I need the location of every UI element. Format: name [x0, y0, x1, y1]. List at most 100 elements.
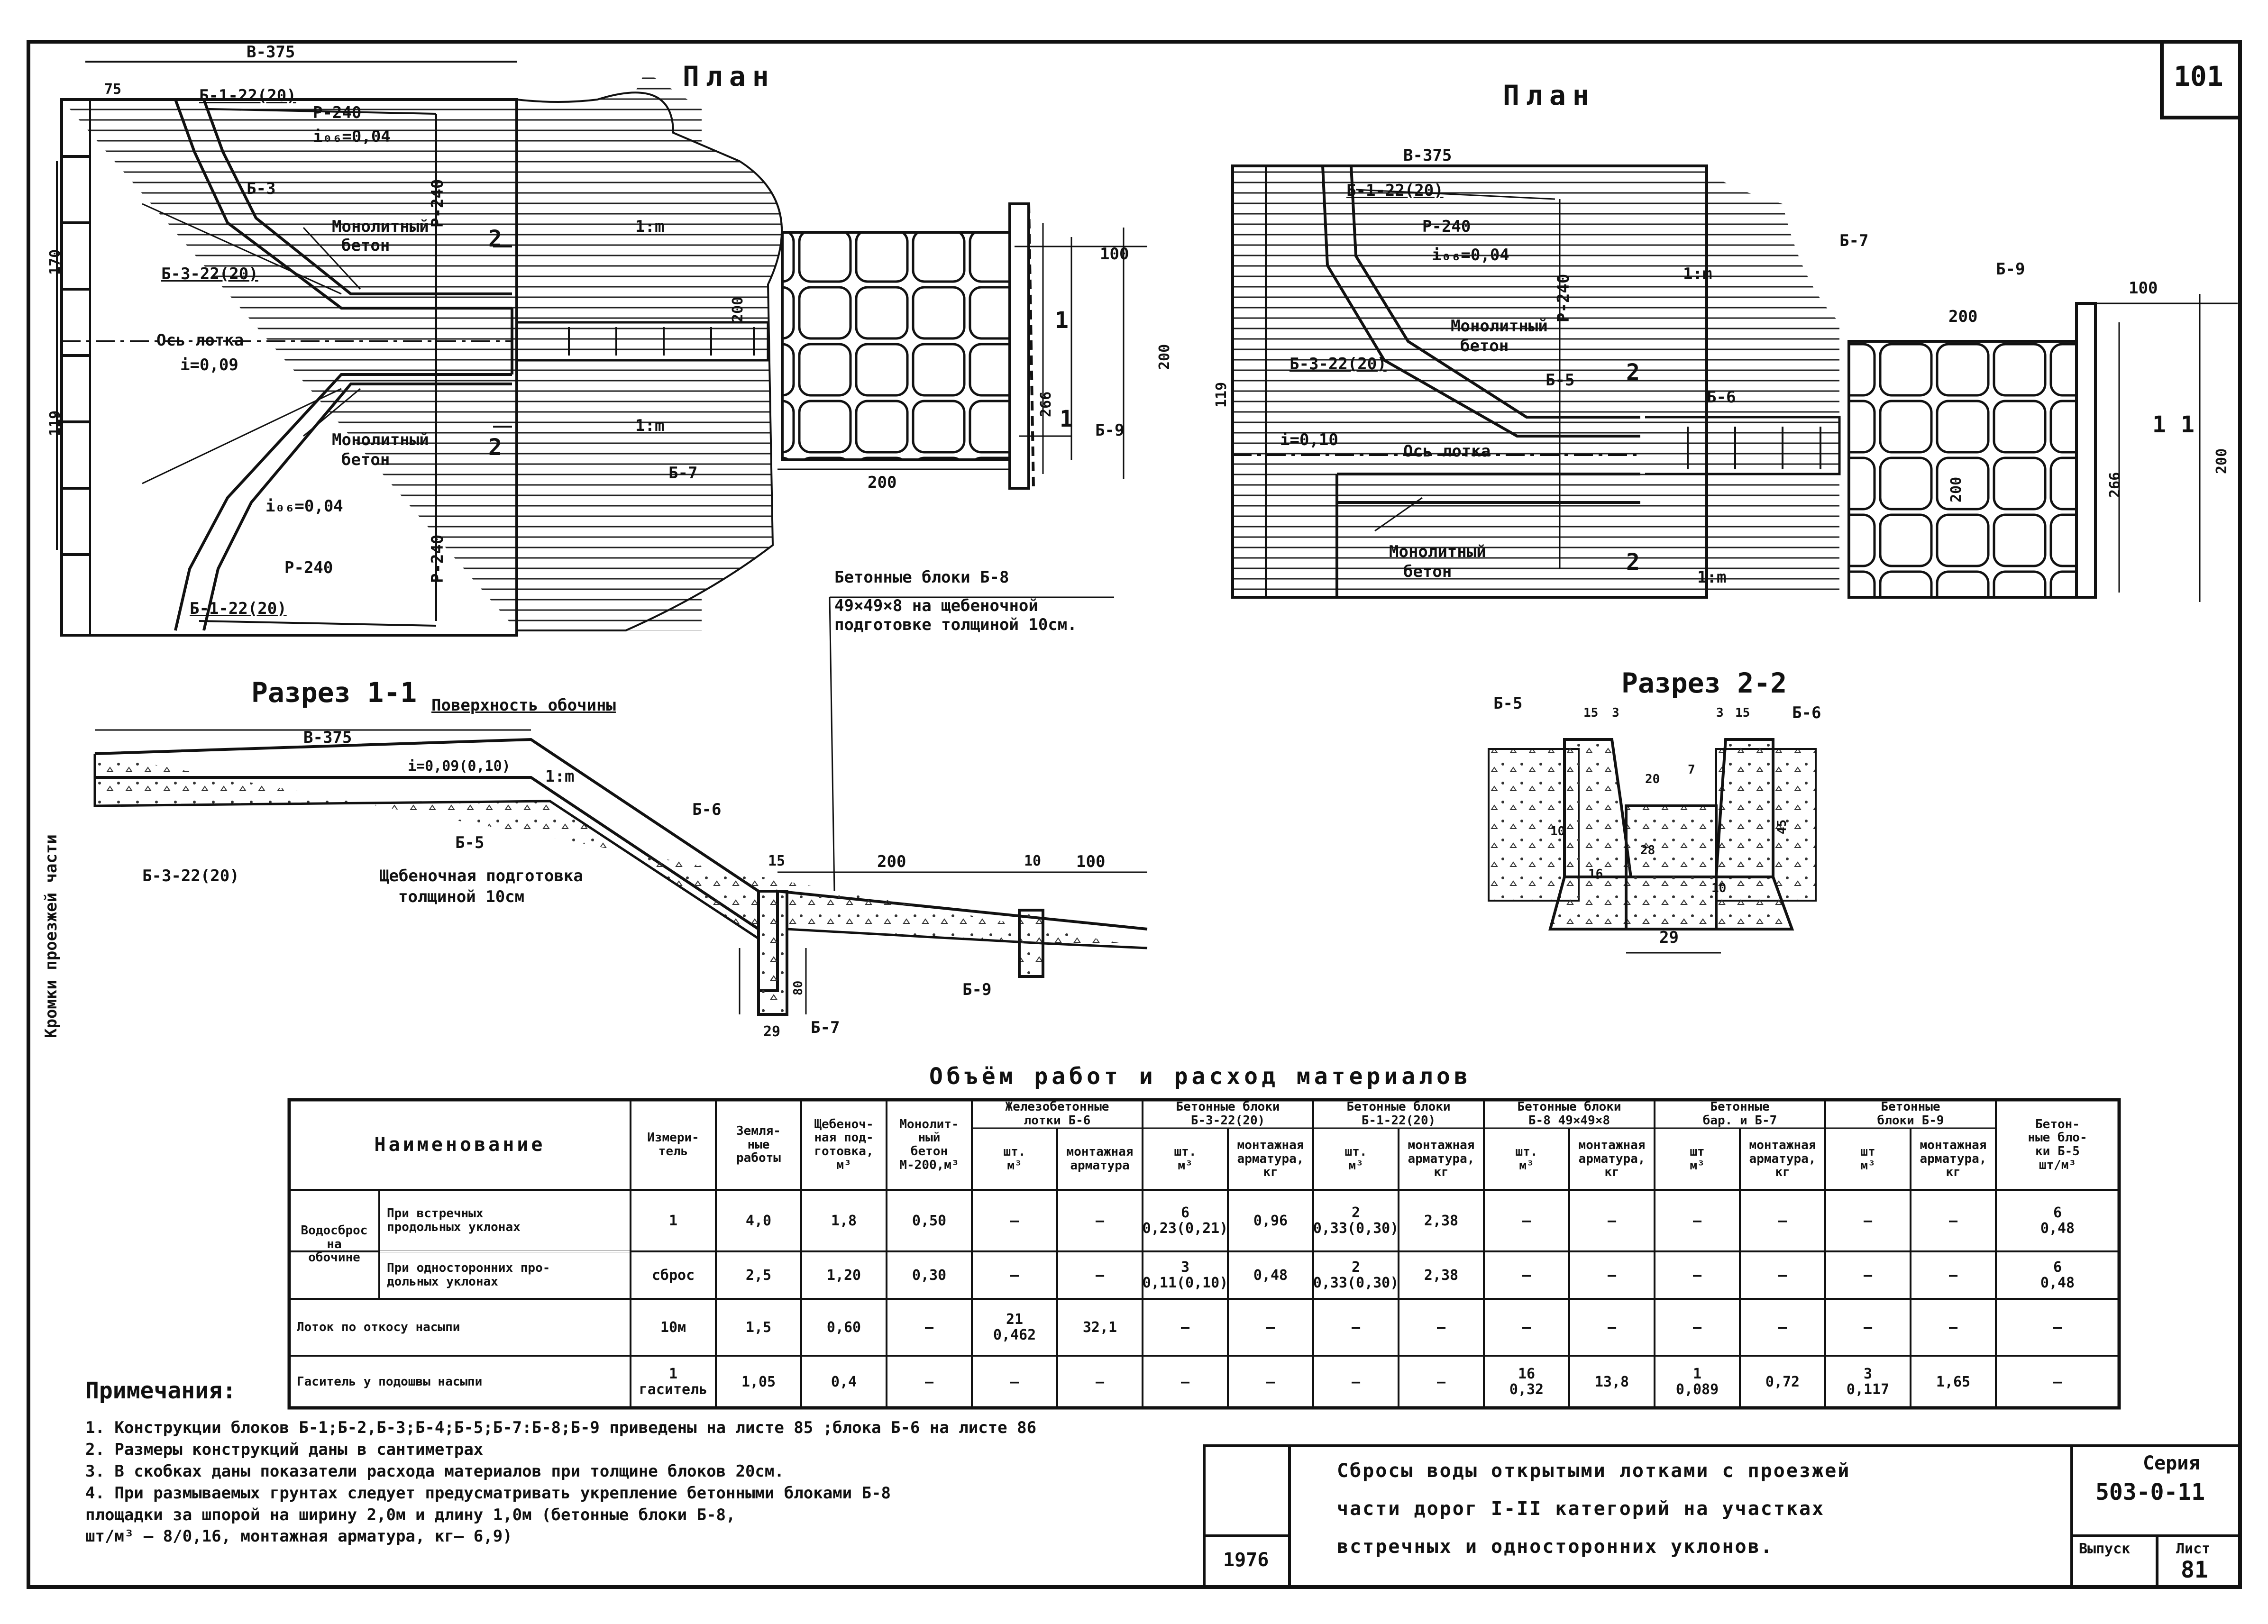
left-dim-200h: 200: [868, 473, 897, 492]
row-group-label: Водосброс на обочине: [301, 1223, 368, 1265]
table-cell: —: [1863, 1212, 1873, 1229]
th-earthworks: Земля- ные работы: [736, 1124, 781, 1166]
title-block-series-label: Серия: [2143, 1452, 2200, 1474]
th-b8: Бетонные блоки Б-8 49×49×8: [1517, 1100, 1621, 1128]
table-cell: —: [1522, 1319, 1531, 1336]
section-2-2-d10a: 10: [1550, 824, 1565, 839]
th-concrete: Монолит- ный бетон М-200,м³: [899, 1117, 959, 1172]
right-b6: Б-6: [1707, 388, 1736, 407]
right-b9: Б-9: [1996, 260, 2025, 279]
table-cell: —: [1778, 1267, 1787, 1284]
section-1-1-d200: 200: [877, 852, 906, 871]
table-cell: —: [924, 1319, 934, 1336]
section-1-1: [93, 729, 1148, 1016]
section-1-1-d15: 15: [768, 853, 786, 869]
right-dim-100: 100: [2129, 279, 2158, 298]
section-1-1-width: B-375: [303, 728, 352, 747]
left-mono-top-1: Монолитный: [332, 217, 429, 236]
table-cell: 2,5: [745, 1267, 772, 1284]
title-block-line2: части дорог I-II категорий на участках: [1337, 1498, 1825, 1520]
table-cell: —: [1522, 1212, 1531, 1229]
left-axis-slope: i=0,09: [180, 356, 238, 374]
table-cell: —: [1692, 1267, 1702, 1284]
right-b7: Б-7: [1839, 231, 1869, 250]
right-block-top: Б-1-22(20): [1346, 181, 1444, 200]
section-1-1-b6: Б-6: [692, 800, 722, 819]
table-cell: —: [1351, 1373, 1361, 1390]
leader-lines: [302, 227, 1423, 892]
table-cell: 0,96: [1253, 1212, 1288, 1229]
left-dim-200r: 200: [1156, 344, 1173, 370]
notes-list: 1. Конструкции блоков Б-1;Б-2,Б-3;Б-4;Б-…: [85, 1417, 1036, 1548]
section-1-1-gravel-1: Щебеночная подготовка: [379, 867, 583, 885]
section-2-2-b5: Б-5: [1493, 694, 1523, 713]
right-dim-200r: 200: [2213, 448, 2230, 474]
section-2-2-d3b: 3: [1716, 706, 1724, 720]
right-axis-slope: i=0,10: [1280, 430, 1338, 449]
left-b7: Б-7: [668, 464, 698, 483]
section-2-2: [1488, 738, 1817, 954]
table-cell: 0,30: [912, 1267, 947, 1284]
left-plan-title: План: [683, 60, 776, 92]
left-section-1a: 1: [1055, 307, 1069, 334]
table-cell: —: [924, 1373, 934, 1390]
section-1-1-d10: 10: [1024, 853, 1042, 869]
th-sub-12: монтажная арматура, кг: [1920, 1138, 1987, 1180]
table-cell: —: [1010, 1267, 1019, 1284]
table-cell: —: [1692, 1319, 1702, 1336]
right-section-1b: 1: [2181, 411, 2195, 438]
table-cell: 3 0,117: [1846, 1366, 1890, 1398]
right-section-2-top: 2: [1626, 359, 1640, 386]
title-block-series: 503-0-11: [2095, 1479, 2205, 1505]
table-cell: 1,5: [745, 1319, 772, 1336]
section-2-2-d16: 16: [1588, 867, 1603, 881]
table-cell: 1,05: [741, 1373, 776, 1390]
sheet-number-box: [2160, 40, 2242, 119]
section-2-2-b6: Б-6: [1792, 703, 1821, 722]
right-mono2-1: Монолитный: [1389, 542, 1486, 561]
table-cell: 1,20: [826, 1267, 861, 1284]
left-radius-3: P-240: [428, 179, 447, 228]
left-dim-200v: 200: [730, 296, 746, 322]
section-1-1-b5: Б-5: [455, 833, 485, 852]
table-cell: —: [1010, 1212, 1019, 1229]
table-cell: 2 0,33(0,30): [1313, 1259, 1399, 1291]
table-cell: 0,48: [1253, 1267, 1288, 1284]
right-mono1-2: бетон: [1460, 337, 1509, 356]
title-block-frame: [28, 1444, 2241, 1588]
note-4c: шт/м³ — 8/0,16, монтажная арматура, кг— …: [85, 1527, 512, 1546]
table-cell: 4,0: [745, 1212, 772, 1229]
note-2: 2. Размеры конструкций даны в сантиметра…: [85, 1440, 484, 1459]
left-radius-4: P-240: [428, 534, 447, 583]
section-1-1-gravel-2: толщиной 10см: [398, 887, 525, 906]
th-gravel: Щебеноч- ная под- готовка, м³: [814, 1117, 874, 1172]
table-cell: —: [1607, 1212, 1617, 1229]
left-dim-266: 266: [1038, 391, 1054, 417]
table-cell: —: [1436, 1373, 1446, 1390]
table-cell: 2,38: [1424, 1267, 1459, 1284]
th-unit: Измери- тель: [647, 1131, 699, 1159]
table-cell: —: [1095, 1267, 1105, 1284]
title-block-line3: встречных и односторонних уклонов.: [1337, 1536, 1774, 1558]
table-row-unit: сброс: [651, 1267, 695, 1284]
table-cell: 16 0,32: [1509, 1366, 1544, 1398]
left-slope-m-bot: 1:m: [635, 416, 665, 435]
table-cell: —: [1010, 1373, 1019, 1390]
right-dim-119: 119: [1213, 382, 1230, 408]
section-2-2-d15b: 15: [1735, 706, 1750, 720]
title-block-year: 1976: [1223, 1549, 1269, 1571]
right-radius-2: P-240: [1554, 274, 1573, 322]
table-cell: 0,60: [826, 1319, 861, 1336]
right-section-2-bot: 2: [1626, 549, 1640, 575]
title-block-sheet: 81: [2181, 1557, 2208, 1583]
table-cell: —: [1863, 1267, 1873, 1284]
table-cell: —: [1863, 1319, 1873, 1336]
section-2-2-d20: 20: [1645, 772, 1660, 786]
th-sub-10: монтажная арматура, кг: [1749, 1138, 1816, 1180]
left-block-bot: Б-1-22(20): [190, 599, 287, 618]
section-2-2-d15: 15: [1583, 706, 1599, 720]
table-cell: 0,72: [1765, 1373, 1800, 1390]
section-1-1-m: 1:m: [545, 767, 575, 786]
th-sub-9: шт м³: [1690, 1145, 1705, 1173]
